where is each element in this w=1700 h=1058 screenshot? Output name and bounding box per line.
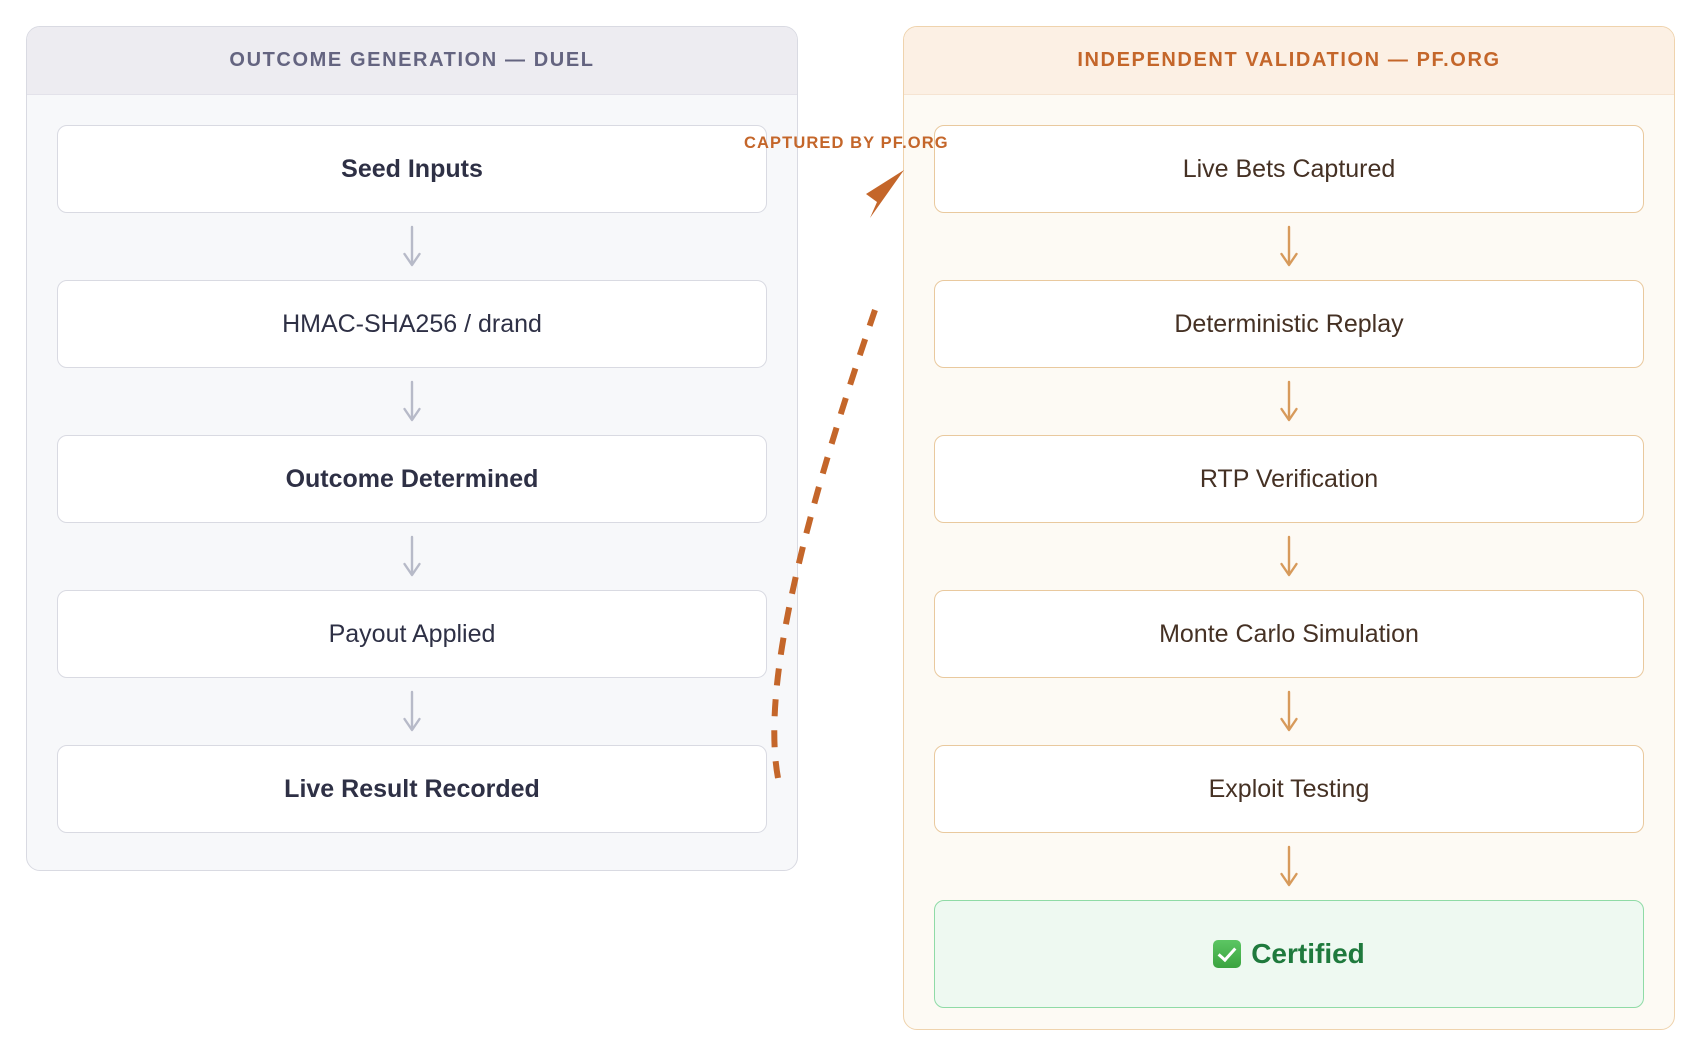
node-rtp-verification[interactable]: RTP Verification [934, 435, 1644, 523]
panel-left-title: OUTCOME GENERATION — DUEL [229, 49, 595, 71]
node-payout-applied[interactable]: Payout Applied [57, 590, 767, 678]
node-label: Certified [1251, 938, 1365, 969]
panel-right-title: INDEPENDENT VALIDATION — PF.ORG [1077, 49, 1501, 71]
node-label: Live Result Recorded [284, 774, 540, 803]
node-label: Live Bets Captured [1182, 154, 1396, 183]
panel-right-header: INDEPENDENT VALIDATION — PF.ORG [904, 27, 1674, 95]
arrow-down-icon [57, 523, 767, 590]
arrow-down-icon [934, 833, 1644, 900]
node-label: HMAC-SHA256 / drand [282, 309, 542, 338]
node-label: Exploit Testing [1208, 774, 1370, 803]
node-seed-inputs[interactable]: Seed Inputs [57, 125, 767, 213]
node-label: Payout Applied [328, 619, 496, 648]
arrow-down-icon [934, 368, 1644, 435]
node-label: Monte Carlo Simulation [1159, 619, 1419, 648]
node-live-result-recorded[interactable]: Live Result Recorded [57, 745, 767, 833]
panel-independent-validation: INDEPENDENT VALIDATION — PF.ORG Live Bet… [903, 26, 1675, 1030]
node-label: Seed Inputs [341, 154, 483, 183]
node-outcome-determined[interactable]: Outcome Determined [57, 435, 767, 523]
panel-left-header: OUTCOME GENERATION — DUEL [27, 27, 797, 95]
arrow-down-icon [57, 368, 767, 435]
panel-outcome-generation: OUTCOME GENERATION — DUEL Seed Inputs HM… [26, 26, 798, 871]
arrow-down-icon [57, 678, 767, 745]
node-certified[interactable]: Certified [934, 900, 1644, 1008]
node-label: Outcome Determined [285, 464, 539, 493]
node-label: Deterministic Replay [1174, 309, 1404, 338]
panel-right-body: Live Bets Captured Deterministic Replay … [904, 95, 1674, 1008]
node-deterministic-replay[interactable]: Deterministic Replay [934, 280, 1644, 368]
white-check-mark-icon [1213, 940, 1242, 968]
panel-left-body: Seed Inputs HMAC-SHA256 / drand Outcome … [27, 95, 797, 833]
connector-label-captured-by-pforg: CAPTURED BY PF.ORG [744, 134, 949, 152]
arrow-down-icon [934, 678, 1644, 745]
node-label: RTP Verification [1199, 464, 1379, 493]
node-monte-carlo-simulation[interactable]: Monte Carlo Simulation [934, 590, 1644, 678]
arrow-down-icon [934, 523, 1644, 590]
arrow-down-icon [934, 213, 1644, 280]
node-live-bets-captured[interactable]: Live Bets Captured [934, 125, 1644, 213]
node-exploit-testing[interactable]: Exploit Testing [934, 745, 1644, 833]
node-hmac-sha256-drand[interactable]: HMAC-SHA256 / drand [57, 280, 767, 368]
arrow-down-icon [57, 213, 767, 280]
